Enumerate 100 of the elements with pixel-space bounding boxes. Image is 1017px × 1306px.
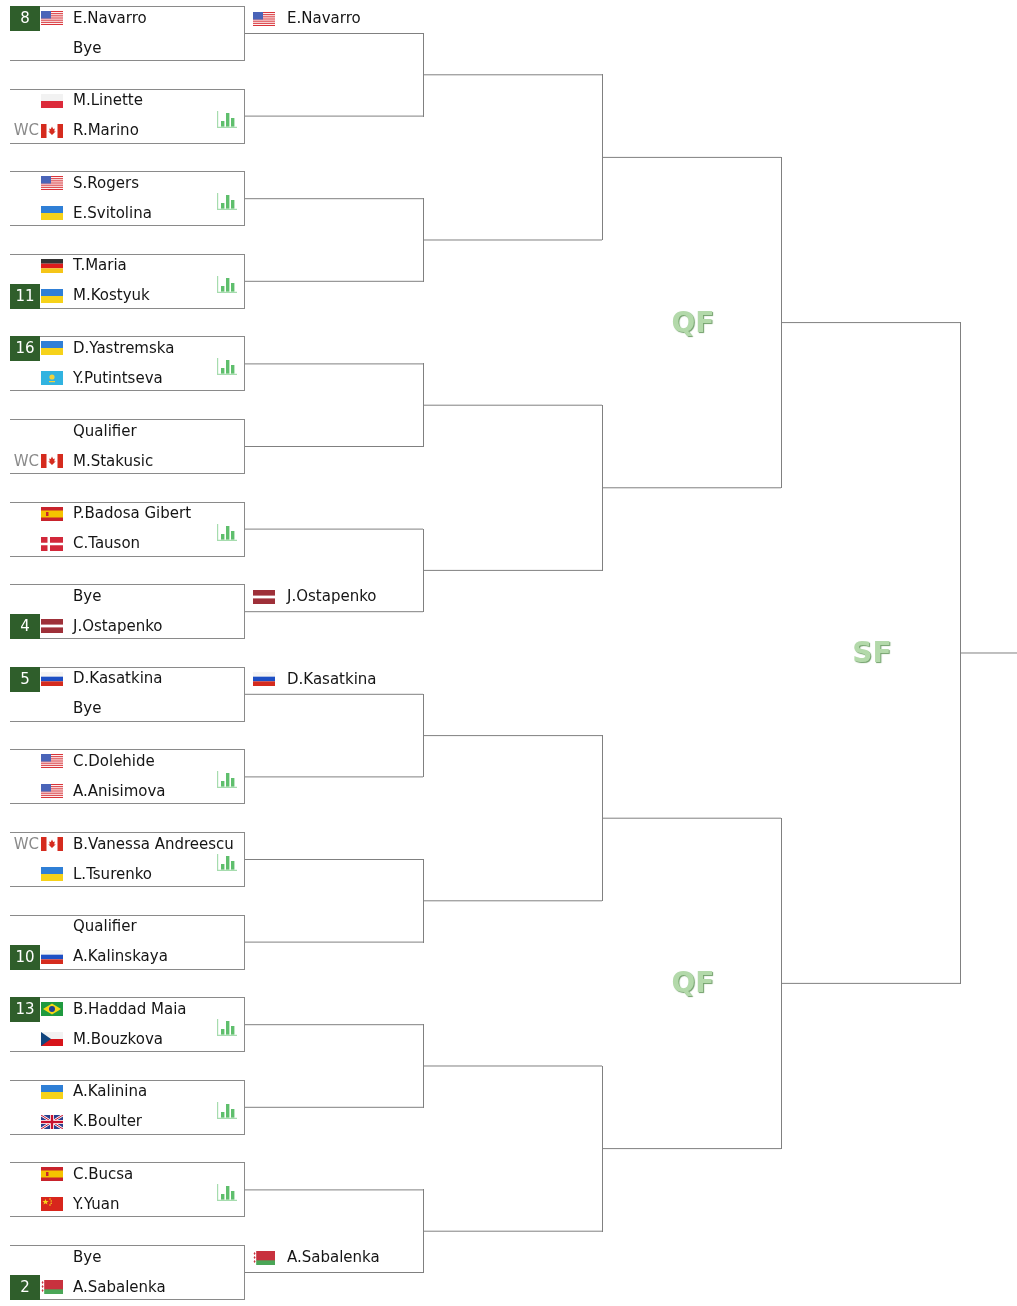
bye-label: Bye [73,39,102,57]
match-box [10,584,245,640]
seed-badge: 5 [10,666,40,692]
bracket-line [423,528,424,613]
connector-line [244,693,424,695]
match-box [10,832,245,887]
connector-line [602,817,782,819]
winner-name: D.Kasatkina [287,670,377,688]
connector-line [960,652,1017,654]
connector-line [244,859,424,860]
player-name: K.Boulter [73,1113,143,1131]
connector-line [244,115,424,117]
winner-name: A.Sabalenka [287,1249,380,1266]
connector-line [244,776,424,778]
seed-badge: 8 [10,6,40,31]
bracket-line [423,363,424,447]
player-name: B.Haddad Maia [73,1000,187,1018]
round-label: QF [671,967,715,1000]
connector-line [423,239,603,241]
bracket-line [602,74,603,241]
connector-line [244,363,424,365]
match-box [10,1245,245,1300]
bracket-line [423,859,424,943]
connector-line [602,1148,782,1150]
connector-line [602,487,782,489]
bracket-line [423,1189,424,1273]
bracket-line [423,1024,424,1108]
player-name: C.Dolehide [73,752,155,770]
match-box [10,171,245,227]
bracket-line [423,198,424,282]
player-name: L.Tsurenko [73,865,153,883]
player-name: Y.Yuan [73,1195,120,1213]
match-box [10,997,245,1053]
match-box [10,1162,245,1218]
bracket-line [602,404,603,571]
connector-line [423,404,603,406]
bye-label: Bye [73,587,102,605]
player-name: A.Sabalenka [73,1278,166,1296]
connector-line [602,156,782,158]
player-name: B.Vanessa Andreescu [73,835,234,853]
connector-line [781,322,961,324]
player-name: M.Kostyuk [73,287,150,305]
connector-line [244,1189,424,1191]
player-name: D.Kasatkina [73,670,163,688]
qualifier-label: Qualifier [73,422,137,440]
bracket-line [423,33,424,117]
player-name: E.Navarro [73,9,147,27]
connector-line [244,611,424,613]
seed-badge: 4 [10,614,40,640]
bye-label: Bye [73,700,102,718]
connector-line [423,569,603,571]
player-name: C.Bucsa [73,1165,134,1183]
qualifier-label: Qualifier [73,918,137,936]
wildcard-label: WC [13,835,39,853]
match-box [10,914,245,970]
player-name: C.Tauson [73,535,141,553]
connector-line [244,1024,424,1026]
seed-badge: 2 [10,1275,40,1300]
match-box [10,419,245,474]
connector-line [423,900,603,902]
player-name: A.Anisimova [73,782,166,800]
round-label: SF [852,637,892,669]
bracket-line [602,1065,603,1232]
connector-line [423,1065,603,1067]
player-name: M.Bouzkova [73,1030,163,1048]
wildcard-label: WC [13,122,39,140]
match-box [10,1079,245,1135]
connector-line [244,1272,424,1273]
player-name: D.Yastremska [73,339,175,357]
player-name: S.Rogers [73,174,139,192]
match-box [10,336,245,392]
match-box [10,666,245,722]
bye-label: Bye [73,1248,102,1266]
connector-line [244,446,424,447]
connector-line [423,74,603,76]
connector-line [244,528,424,530]
player-name: J.Ostapenko [73,617,163,635]
winner-name: J.Ostapenko [287,588,377,606]
wildcard-label: WC [13,452,39,470]
match-box [10,88,245,144]
connector-line [423,1230,603,1232]
player-name: T.Maria [73,257,127,275]
match-box [10,6,245,61]
player-name: A.Kalinina [73,1083,148,1101]
player-name: M.Stakusic [73,452,154,470]
connector-line [244,941,424,943]
player-name: Y.Putintseva [73,369,163,387]
player-name: P.Badosa Gibert [73,505,192,523]
player-name: R.Marino [73,122,139,140]
winner-name: E.Navarro [287,10,361,27]
connector-line [244,33,424,34]
connector-line [244,1106,424,1108]
player-name: M.Linette [73,92,143,110]
match-box [10,253,245,309]
player-name: A.Kalinskaya [73,948,168,966]
bracket-line [423,693,424,778]
connector-line [244,280,424,282]
seed-badge: 10 [10,944,40,970]
seed-badge: 11 [10,283,40,309]
seed-badge: 13 [10,997,40,1023]
